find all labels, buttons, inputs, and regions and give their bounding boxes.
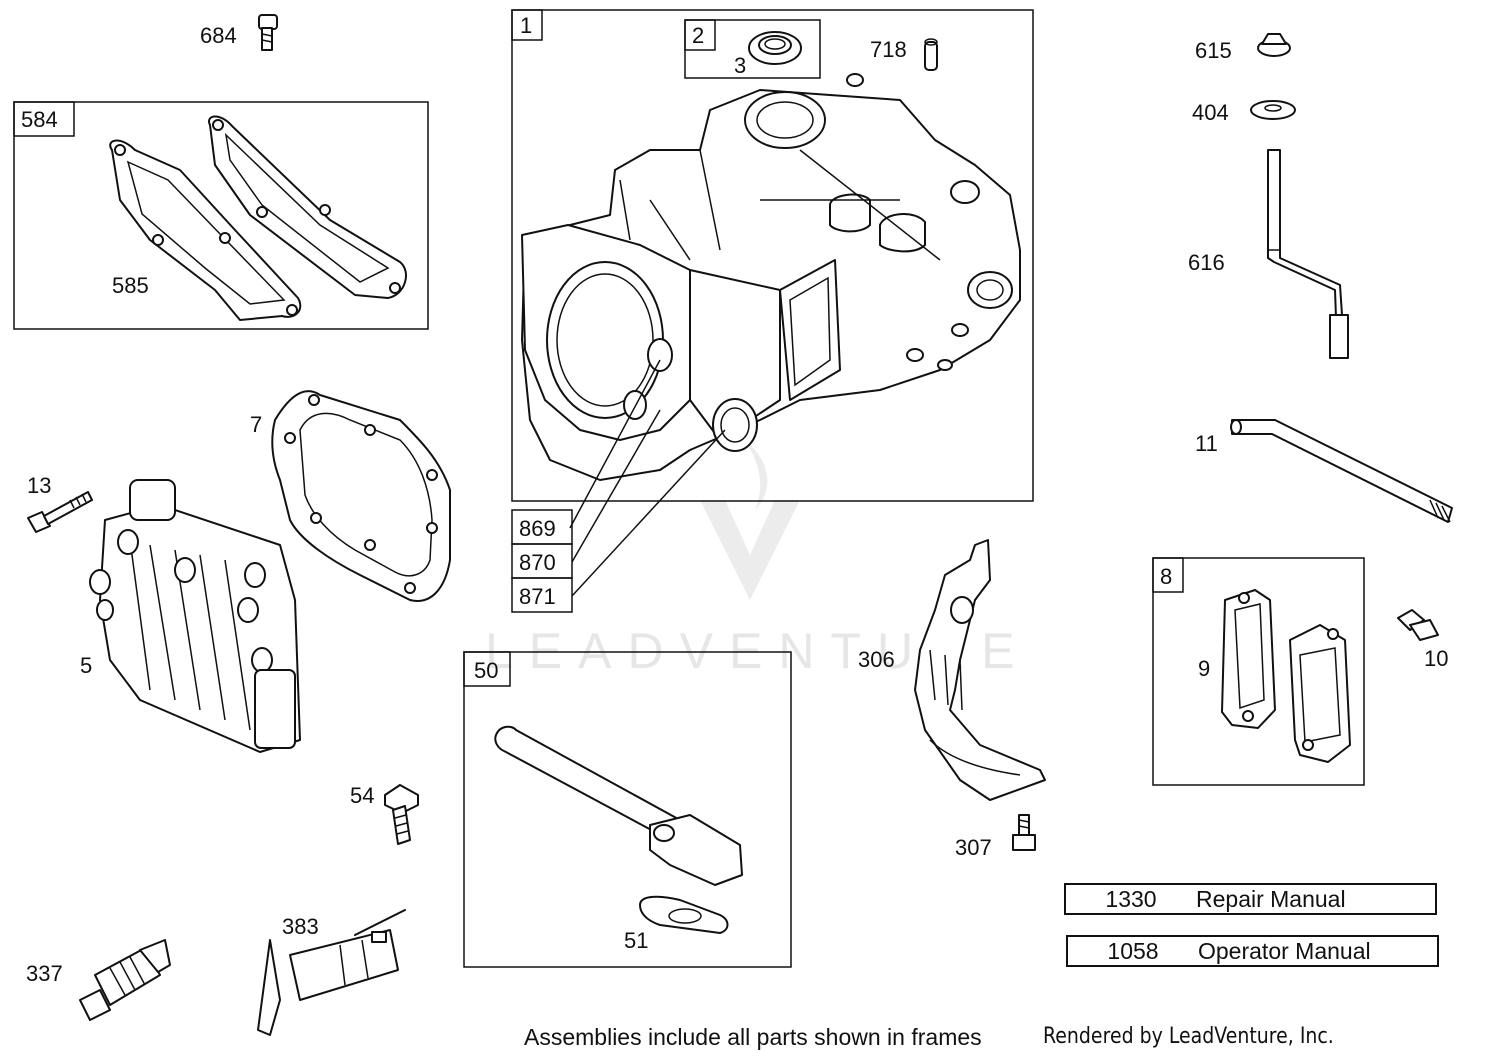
callout-5: 5 bbox=[80, 653, 92, 678]
callout-13: 13 bbox=[27, 473, 51, 498]
frame-2-number: 2 bbox=[692, 23, 704, 48]
breather-tube-50-icon bbox=[494, 725, 743, 886]
footer-note: Assemblies include all parts shown in fr… bbox=[524, 1024, 982, 1050]
repair-manual-number: 1330 bbox=[1105, 885, 1157, 912]
callout-box-871 bbox=[511, 577, 573, 613]
breather-8-icon bbox=[1289, 624, 1351, 763]
screw-10-icon bbox=[1397, 609, 1439, 641]
gasket-585-icon bbox=[109, 115, 407, 321]
callout-10: 10 bbox=[1424, 646, 1448, 671]
frame-50-tag bbox=[463, 651, 511, 687]
shield-306-icon bbox=[914, 539, 1046, 801]
frame-584-tag bbox=[13, 101, 75, 137]
callout-54: 54 bbox=[350, 783, 374, 808]
washer-404-icon bbox=[1250, 100, 1296, 120]
bolt-307-icon bbox=[1012, 814, 1036, 851]
bolt-684-icon bbox=[258, 14, 278, 51]
callout-51: 51 bbox=[624, 928, 648, 953]
frame-8-tag bbox=[1152, 557, 1184, 593]
gasket-9-icon bbox=[1221, 589, 1276, 729]
frame-1 bbox=[511, 9, 1034, 502]
spark-plug-337-icon bbox=[79, 939, 171, 1021]
gasket-51-icon bbox=[639, 895, 729, 934]
frame-584-number: 584 bbox=[21, 107, 58, 132]
callout-615: 615 bbox=[1195, 38, 1232, 63]
cylinder-head-5-icon bbox=[89, 479, 301, 753]
callout-871: 871 bbox=[519, 584, 556, 609]
seal-3-icon bbox=[748, 31, 802, 65]
nut-615-icon bbox=[1257, 33, 1291, 57]
callout-869: 869 bbox=[519, 516, 556, 541]
callout-404: 404 bbox=[1192, 100, 1229, 125]
frame-584 bbox=[13, 101, 429, 330]
repair-manual-entry: 1330 Repair Manual bbox=[1064, 883, 1437, 915]
cylinder-block-icon bbox=[521, 73, 1021, 481]
frame-1-tag bbox=[511, 9, 543, 41]
head-gasket-7-icon bbox=[271, 390, 451, 602]
tube-11-icon bbox=[1230, 419, 1453, 523]
callout-870: 870 bbox=[519, 550, 556, 575]
repair-manual-title: Repair Manual bbox=[1196, 885, 1346, 912]
footer-credit: Rendered by LeadVenture, Inc. bbox=[1043, 1024, 1334, 1049]
fuel-filter-383-icon bbox=[257, 909, 406, 1036]
dipstick-616-icon bbox=[1267, 149, 1349, 359]
callout-9: 9 bbox=[1198, 656, 1210, 681]
callout-11: 11 bbox=[1195, 431, 1218, 456]
callout-leaders bbox=[569, 359, 726, 597]
frame-50 bbox=[463, 651, 792, 968]
operator-manual-number: 1058 bbox=[1107, 937, 1159, 964]
bolt-13-icon bbox=[27, 491, 93, 533]
frame-8 bbox=[1152, 557, 1365, 786]
callout-383: 383 bbox=[282, 914, 319, 939]
callout-616: 616 bbox=[1188, 250, 1225, 275]
frame-2-tag bbox=[684, 19, 716, 51]
frame-1-number: 1 bbox=[520, 13, 532, 38]
bolt-54-icon bbox=[384, 784, 419, 845]
frame-8-number: 8 bbox=[1160, 564, 1172, 589]
operator-manual-title: Operator Manual bbox=[1198, 937, 1371, 964]
callout-306: 306 bbox=[858, 647, 895, 672]
callout-307: 307 bbox=[955, 835, 992, 860]
callout-337: 337 bbox=[26, 961, 63, 986]
callout-585: 585 bbox=[112, 273, 149, 298]
operator-manual-entry: 1058 Operator Manual bbox=[1066, 935, 1439, 967]
callout-7: 7 bbox=[250, 412, 262, 437]
callout-684: 684 bbox=[200, 23, 237, 48]
frame-50-number: 50 bbox=[474, 658, 498, 683]
callout-3: 3 bbox=[734, 53, 746, 78]
callout-718: 718 bbox=[870, 37, 907, 62]
pin-718-icon bbox=[924, 38, 938, 71]
